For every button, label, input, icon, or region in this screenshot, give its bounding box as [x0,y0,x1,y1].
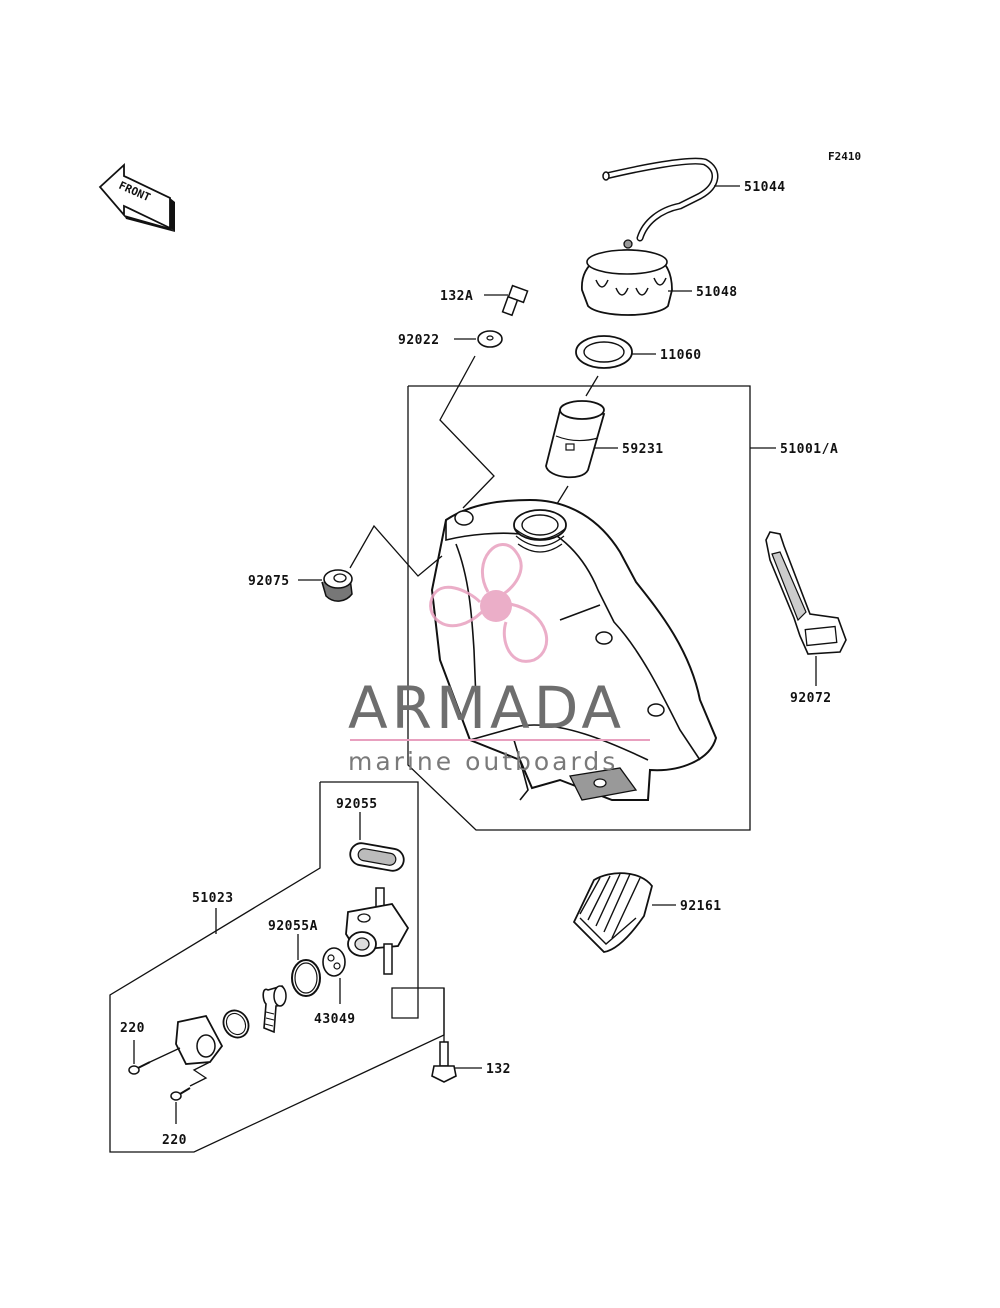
oring-92055a-icon [291,959,321,997]
gasket-92055-icon [349,842,405,872]
front-arrow-icon: FRONT [98,162,175,232]
figure-code: F2410 [828,150,861,163]
fuel-tank-icon [430,498,718,801]
part-label-59231: 59231 [622,442,664,457]
small-oring-icon [222,1009,250,1039]
washer-92022-icon [477,330,503,348]
part-label-51044: 51044 [744,180,786,195]
part-label-92055A: 92055A [268,919,318,934]
part-label-51048: 51048 [696,285,738,300]
fuel-cock-icon [345,887,410,975]
part-label-92022: 92022 [398,333,440,348]
part-label-92075: 92075 [248,574,290,589]
part-label-51001A: 51001/A [780,442,838,457]
bolt-132a-icon [501,284,529,317]
gasket-43049-icon [322,947,346,977]
screw-220-top-icon [128,1061,151,1075]
watermark-logo-icon [429,543,549,663]
part-label-132: 132 [486,1062,511,1077]
cover-plate-icon [175,1014,224,1065]
watermark-brand: ARMADA [348,674,625,742]
grommet-92075-icon [321,569,353,602]
fuel-cap-icon [581,239,673,316]
part-label-43049: 43049 [314,1012,356,1027]
bolt-132-icon [431,1041,457,1083]
part-label-220-top: 220 [120,1021,145,1036]
strap-92072-icon [765,531,847,655]
filter-59231-icon [545,400,606,479]
cock-group-box [109,781,445,1153]
tank-group-box [407,385,751,831]
part-label-11060: 11060 [660,348,702,363]
watermark-tagline: marine outboards [348,747,618,776]
breather-hose-icon [602,157,719,242]
gasket-11060-icon [575,335,633,369]
guard-92161-icon [572,872,653,953]
part-label-92072: 92072 [790,691,832,706]
strainer-icon [262,985,287,1034]
part-label-92055: 92055 [336,797,378,812]
screw-220-bottom-icon [170,1087,191,1101]
part-label-220-bottom: 220 [162,1133,187,1148]
part-label-92161: 92161 [680,899,722,914]
part-label-132A: 132A [440,289,473,304]
part-label-51023: 51023 [192,891,234,906]
